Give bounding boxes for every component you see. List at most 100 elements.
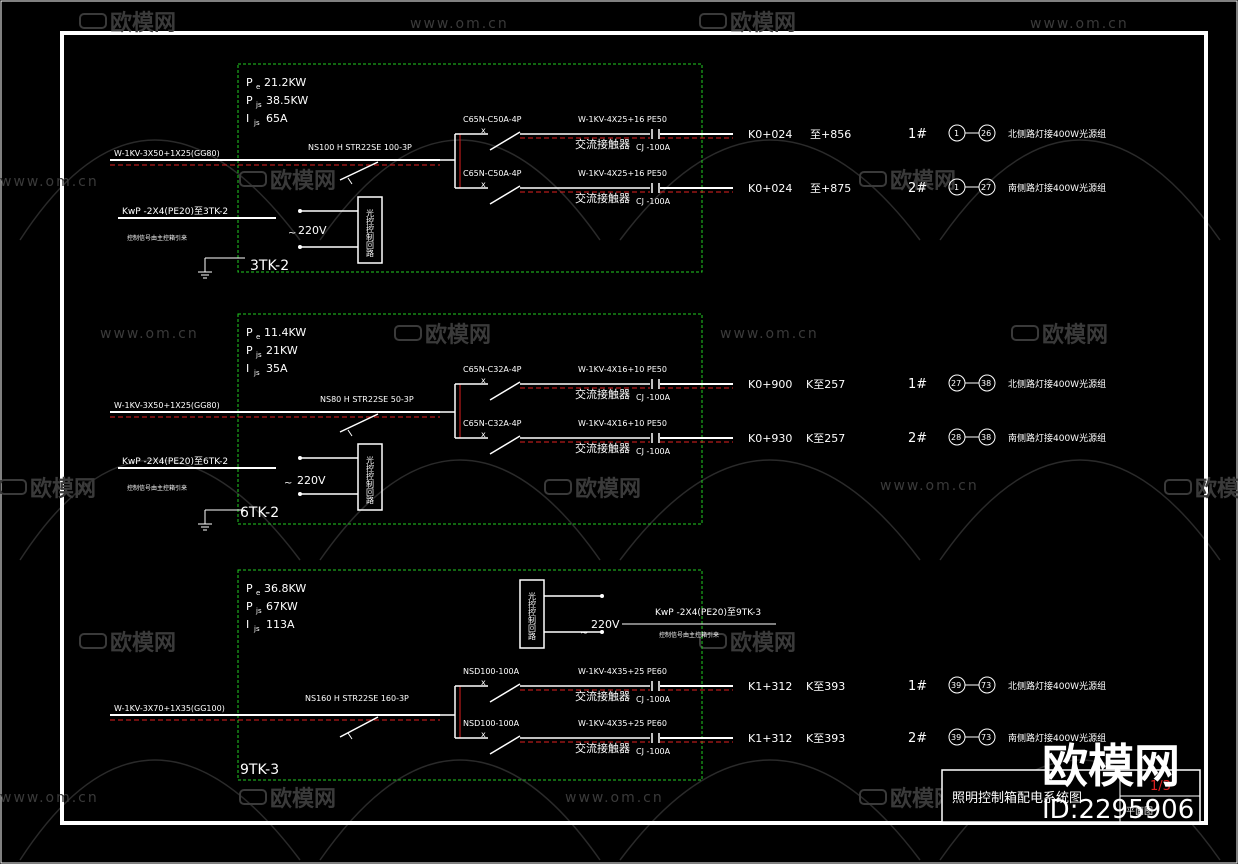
control-section: KwP -2X4(PE20)至3TK-2控制信号由主控箱引来220V~光控控制回… (118, 196, 383, 279)
km-label: K0+024 (748, 128, 792, 141)
label-pj: P (246, 344, 253, 357)
main-breaker-switch (339, 716, 379, 738)
watermark-brand: 欧模网 (0, 476, 96, 502)
circuit-breaker-switch (489, 185, 521, 205)
label-pj: P (246, 600, 253, 613)
circuit-no: 1# (908, 377, 927, 392)
breaker-x-mark: x (481, 126, 486, 135)
label-pj-sub: js (255, 607, 262, 615)
watermark-url: www.om.cn (565, 790, 664, 806)
circuit-no: 2# (908, 731, 927, 746)
watermark-brand-text: 欧模网 (270, 168, 336, 194)
circuit-cable-label: W-1KV-4X16+10 PE50 (578, 365, 667, 374)
logo-id: ID:2295906 (1042, 795, 1194, 825)
circuit-breaker-label: C65N-C50A-4P (463, 115, 522, 124)
watermark-brand: 欧模网 (394, 322, 491, 348)
range-end-circle (978, 728, 996, 746)
cj-label: CJ -100A (636, 447, 671, 456)
range-end: 26 (981, 129, 991, 138)
watermark-sofa-icon (544, 479, 572, 495)
watermark-sofa-icon (1164, 479, 1192, 495)
main-breaker-switch (339, 413, 379, 433)
pole-label: K至257 (806, 378, 845, 391)
contactor-label: 交流接触器 (575, 741, 630, 755)
watermark-sofa-icon (239, 171, 267, 187)
circuit-breaker-label: NSD100-100A (463, 667, 520, 676)
main-breaker-tick (347, 177, 353, 185)
breaker-x-mark: x (481, 678, 486, 687)
title-block: 照明控制箱配电系统图 1/3 平面图 (941, 769, 1201, 823)
terminal-dot (298, 456, 302, 460)
watermark-brand-text: 欧模网 (425, 322, 491, 348)
circuit-cable-label: W-1KV-4X35+25 PE60 (578, 719, 667, 728)
label-pe-sub: e (256, 333, 260, 341)
range-end-circle (978, 124, 996, 142)
watermark-brand: 欧模网 (859, 168, 956, 194)
circuit-description: 南侧路灯接400W光源组 (1008, 732, 1106, 744)
range-start: 1 (954, 129, 959, 138)
pole-label: K至257 (806, 432, 845, 445)
contactor-label: 交流接触器 (575, 689, 630, 703)
control-voltage: 220V (591, 618, 620, 631)
circuit-breaker-switch (489, 381, 521, 401)
panel-outline (237, 63, 703, 273)
feeder-label: W-1KV-3X50+1X25(GG80) (114, 401, 220, 410)
logo-brand: 欧模网 (1042, 739, 1180, 793)
pole-label: 至+875 (810, 182, 851, 195)
watermark-sofa-icon (394, 325, 422, 341)
ac-symbol: ~ (580, 628, 588, 639)
main-breaker-tick (347, 732, 353, 740)
breaker-x-mark: x (481, 730, 486, 739)
title-block-sheet: 1/3 (1150, 779, 1171, 794)
circuit-description: 北侧路灯接400W光源组 (1008, 128, 1106, 140)
km-label: K0+024 (748, 182, 792, 195)
terminal-dot (298, 492, 302, 496)
circuit-breaker-label: C65N-C32A-4P (463, 365, 522, 374)
cj-label: CJ -100A (636, 695, 671, 704)
watermark-brand: 欧模网 (239, 168, 336, 194)
watermark-brand-text: 欧模网 (30, 476, 96, 502)
value-pe: 11.4KW (264, 326, 306, 339)
control-box (357, 196, 383, 264)
breaker-x-mark: x (481, 180, 486, 189)
watermark-sofa-icon (79, 633, 107, 649)
circuit-description: 南侧路灯接400W光源组 (1008, 432, 1106, 444)
circuit-breaker-switch (489, 131, 521, 151)
contactor-label: 交流接触器 (575, 137, 630, 151)
value-pj: 21KW (266, 344, 298, 357)
watermark-sofa-icon (79, 13, 107, 29)
control-box-text: 光控控制回路 (366, 455, 375, 504)
control-cable-label: KwP -2X4(PE20)至9TK-3 (655, 607, 761, 618)
pole-label: K至393 (806, 680, 845, 693)
value-ij: 113A (266, 618, 295, 631)
watermark-sofa-icon (1011, 325, 1039, 341)
km-label: K1+312 (748, 732, 792, 745)
panel-id: 6TK-2 (240, 505, 279, 521)
range-end: 27 (981, 183, 991, 192)
range-end-circle (978, 428, 996, 446)
control-note: 控制信号由主控箱引来 (127, 484, 187, 492)
watermark-brand-text: 欧模网 (270, 786, 336, 812)
watermark-sofa-icon (699, 633, 727, 649)
label-pe: P (246, 326, 253, 339)
control-voltage: 220V (297, 474, 326, 487)
circuit-description: 北侧路灯接400W光源组 (1008, 378, 1106, 390)
label-ij-sub: js (253, 369, 260, 377)
control-note: 控制信号由主控箱引来 (659, 631, 719, 639)
range-end: 73 (981, 681, 991, 690)
terminal-dot (298, 245, 302, 249)
watermark-brand: 欧模网 (239, 786, 336, 812)
terminal-dot (600, 594, 604, 598)
watermark-sofa-icon (0, 479, 27, 495)
contactor-label: 交流接触器 (575, 387, 630, 401)
cj-label: CJ -100A (636, 393, 671, 402)
circuit-breaker-label: NSD100-100A (463, 719, 520, 728)
panel-id: 9TK-3 (240, 762, 279, 778)
